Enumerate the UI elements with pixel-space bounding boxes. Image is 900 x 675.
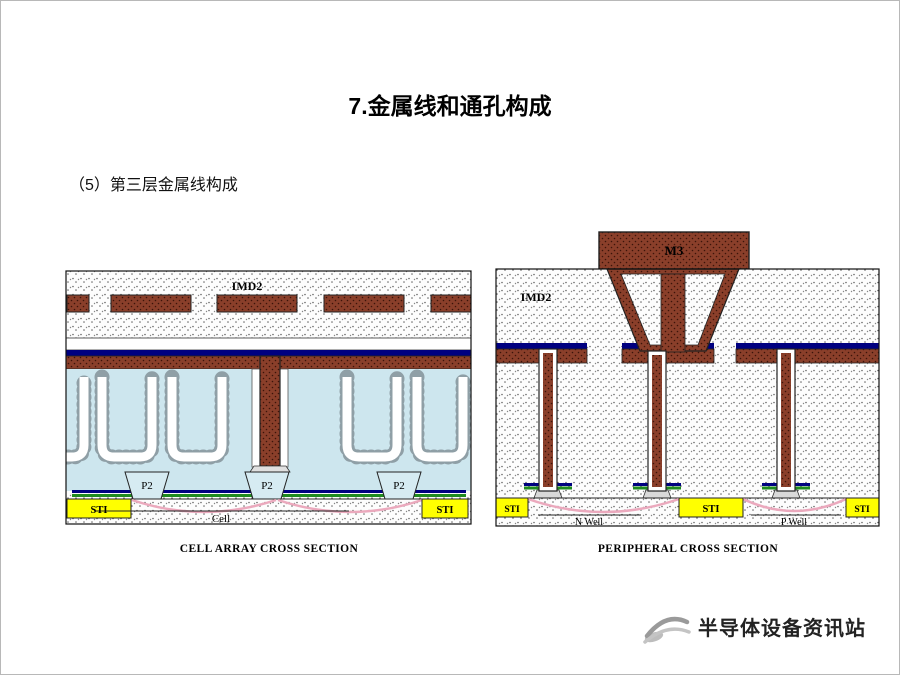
m3-label: M3 bbox=[665, 243, 684, 258]
well-junction-outlines bbox=[131, 498, 423, 514]
p2-label-mid: P2 bbox=[261, 480, 273, 492]
via-landing-pad bbox=[249, 465, 291, 473]
slide-subtitle: （5）第三层金属线构成 bbox=[69, 177, 238, 194]
cell-label: Cell bbox=[212, 513, 230, 525]
diagram-border bbox=[495, 268, 880, 527]
cell-array-caption: CELL ARRAY CROSS SECTION bbox=[179, 543, 359, 555]
sti-label-left: STI bbox=[504, 505, 520, 515]
peripheral-cross-section-diagram: M3 bbox=[495, 231, 880, 528]
contact-via-plugs bbox=[538, 348, 796, 492]
sti-label-left: STI bbox=[91, 505, 108, 516]
peripheral-caption: PERIPHERAL CROSS SECTION bbox=[597, 543, 779, 555]
sti-label-right: STI bbox=[437, 505, 454, 516]
watermark-logo-icon bbox=[643, 616, 691, 644]
sti-left bbox=[496, 497, 529, 518]
ild-white-band bbox=[66, 337, 471, 351]
n-well-label: N Well bbox=[575, 517, 603, 528]
watermark: 半导体设备资讯站 bbox=[641, 607, 866, 645]
cell-capacitor-array bbox=[66, 369, 471, 465]
via-plug bbox=[259, 355, 281, 467]
sti-label-mid: STI bbox=[703, 504, 720, 515]
well-junction-outlines bbox=[527, 497, 847, 514]
sti-label-right: STI bbox=[854, 505, 870, 515]
sti-right bbox=[421, 498, 469, 519]
diagram-border bbox=[65, 270, 472, 525]
metal2-lines bbox=[66, 294, 471, 313]
page-title: 7.金属线和通孔构成 bbox=[348, 93, 552, 119]
sti-left bbox=[66, 498, 132, 519]
sti-mid bbox=[678, 497, 744, 518]
p-well-label: P Well bbox=[781, 517, 807, 528]
watermark-text: 半导体设备资讯站 bbox=[698, 617, 866, 640]
imd2-label: IMD2 bbox=[232, 279, 263, 293]
p2-label-left: P2 bbox=[141, 480, 153, 492]
sti-right bbox=[845, 497, 879, 518]
barrier-navy-layer bbox=[66, 350, 471, 356]
m3-via-trapezoid bbox=[606, 269, 740, 353]
imd2-label: IMD2 bbox=[521, 290, 552, 304]
p2-label-right: P2 bbox=[393, 480, 405, 492]
cell-array-cross-section-diagram: IMD2 P2 P2 P2 STI STI Cell bbox=[65, 270, 472, 525]
